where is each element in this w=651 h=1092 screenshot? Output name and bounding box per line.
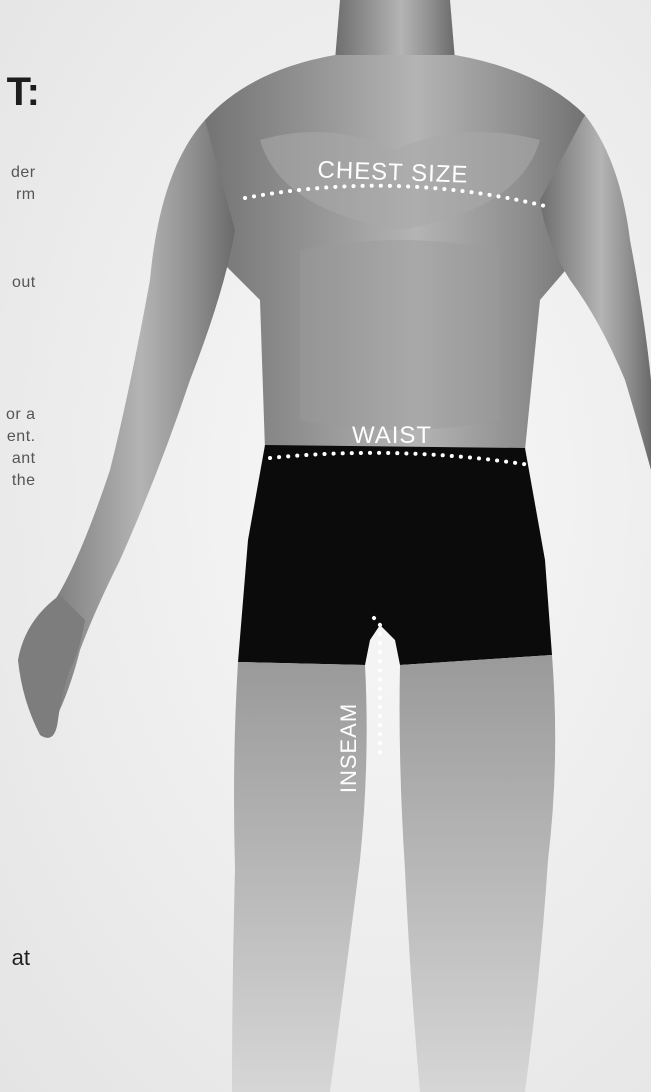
text-line: the bbox=[6, 470, 36, 492]
text-line: rm bbox=[11, 184, 36, 206]
text-block-inseam: or a ent. ant the bbox=[6, 404, 36, 492]
footer-text: at bbox=[0, 945, 30, 971]
instructions-column: T: der rm out or a ent. ant the at bbox=[0, 0, 330, 1092]
text-line: or a bbox=[6, 404, 36, 426]
inseam-dotted-line bbox=[374, 618, 380, 760]
waist-label: WAIST bbox=[352, 422, 432, 449]
text-line: der bbox=[11, 162, 36, 184]
inseam-label: INSEAM bbox=[336, 703, 361, 793]
section-heading: T: bbox=[0, 70, 40, 115]
text-line: out bbox=[12, 272, 36, 294]
right-leg bbox=[400, 655, 556, 1092]
text-line: ant bbox=[6, 448, 36, 470]
text-line: ent. bbox=[6, 426, 36, 448]
chest-label: CHEST SIZE bbox=[317, 156, 469, 188]
text-block-chest: der rm bbox=[11, 162, 36, 206]
text-block-waist: out bbox=[12, 272, 36, 294]
abs-shading bbox=[300, 240, 500, 430]
